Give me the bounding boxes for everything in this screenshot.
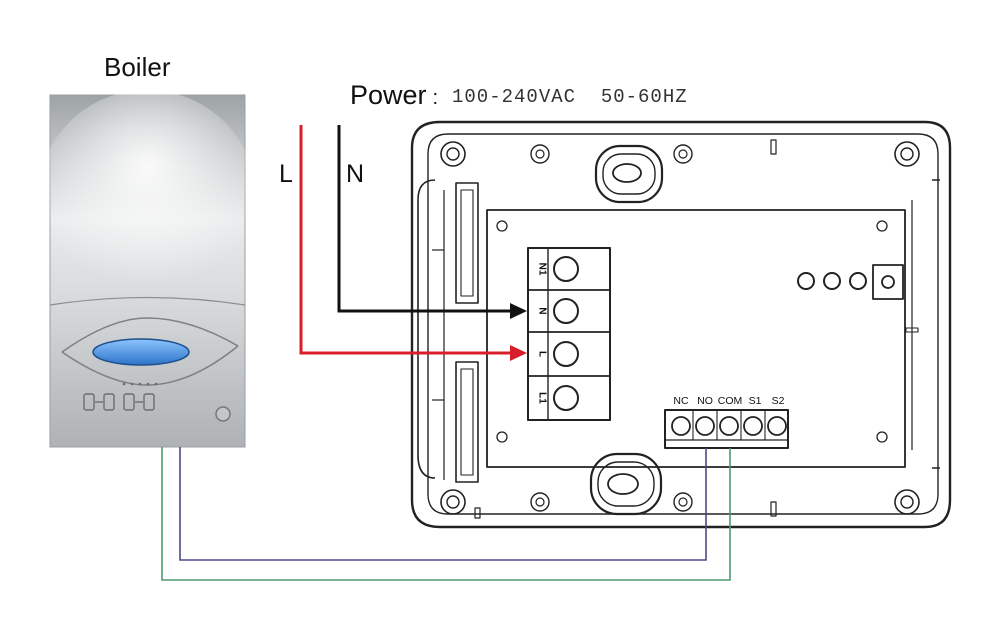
boiler-control-knobs <box>83 393 155 411</box>
pcb-screw-tl <box>496 220 508 232</box>
relay-label-no: NO <box>697 395 713 407</box>
mounting-slot-bottom <box>589 452 663 516</box>
corner-screw-bottom-left <box>440 489 466 515</box>
live-wire-path <box>299 125 512 355</box>
boiler-wire-no <box>179 447 707 561</box>
housing-inner-rim <box>427 133 939 515</box>
relay-label-com: COM <box>718 395 743 407</box>
boiler-panel-line <box>49 296 246 306</box>
boss-bottom-right <box>673 492 693 512</box>
terminal-label-n: N <box>536 307 547 314</box>
pcb-screw-tr <box>876 220 888 232</box>
boiler-reset-button <box>215 406 231 422</box>
neutral-wire-label: N <box>346 160 365 188</box>
power-label-text: Power <box>350 80 427 110</box>
terminal-label-l: L <box>536 351 547 357</box>
top-tab <box>770 139 777 155</box>
power-separator: : <box>432 87 439 109</box>
terminal-slot-l1 <box>527 375 611 421</box>
power-terminal-block <box>527 247 611 421</box>
corner-screw-top-right <box>894 141 920 167</box>
power-label: Power: <box>350 80 438 111</box>
housing-outer <box>410 120 952 529</box>
corner-screw-bottom-right <box>894 489 920 515</box>
housing-left-edge <box>417 179 436 479</box>
relay-label-nc: NC <box>673 395 689 407</box>
neutral-wire <box>337 125 527 319</box>
hinge-slot-lower <box>455 361 479 483</box>
live-wire-arrow <box>510 345 527 361</box>
power-value: 100-240VAC 50-60HZ <box>452 86 688 108</box>
sensor-pin-3 <box>849 272 867 290</box>
relay-label-s1: S1 <box>749 395 762 407</box>
boiler-unit <box>37 90 257 448</box>
relay-terminal-block <box>664 409 789 449</box>
neutral-wire-path <box>337 125 512 313</box>
circuit-board <box>486 209 906 468</box>
terminal-screw-l <box>553 341 579 367</box>
terminal-screw-l1 <box>553 385 579 411</box>
boiler-display <box>92 338 190 366</box>
boiler-wire-com <box>161 447 731 581</box>
boiler-title: Boiler <box>104 52 171 82</box>
bottom-tab-left <box>474 507 481 519</box>
relay-screw-s1 <box>743 416 763 436</box>
live-wire <box>299 125 527 361</box>
pcb-screw-br <box>876 431 888 443</box>
bottom-tab <box>770 501 777 517</box>
boiler-bezel-bottom <box>61 345 239 386</box>
terminal-label-n1: N1 <box>536 263 547 276</box>
housing-right-notches <box>932 179 940 469</box>
jumper-block <box>872 264 904 300</box>
sensor-pin-1 <box>797 272 815 290</box>
neutral-wire-arrow <box>510 303 527 319</box>
boiler-highlight <box>37 90 257 310</box>
boss-top-left <box>530 144 550 164</box>
hinge-slot-upper <box>455 182 479 304</box>
terminal-screw-n1 <box>553 256 579 282</box>
thermostat-backplate <box>410 120 952 529</box>
pcb-screw-bl <box>496 431 508 443</box>
terminal-label-l1: L1 <box>536 392 547 404</box>
terminal-screw-n <box>553 298 579 324</box>
mounting-slot-top <box>594 144 664 204</box>
relay-screw-nc <box>671 416 691 436</box>
relay-screw-no <box>695 416 715 436</box>
relay-label-s2: S2 <box>772 395 785 407</box>
corner-screw-top-left <box>440 141 466 167</box>
boiler-bezel-top <box>61 317 239 353</box>
live-wire-label: L <box>279 160 293 188</box>
boss-top-right <box>673 144 693 164</box>
relay-screw-com <box>719 416 739 436</box>
boss-bottom-left <box>530 492 550 512</box>
relay-screw-s2 <box>767 416 787 436</box>
sensor-pin-2 <box>823 272 841 290</box>
boiler-indicator-dots <box>122 382 158 386</box>
